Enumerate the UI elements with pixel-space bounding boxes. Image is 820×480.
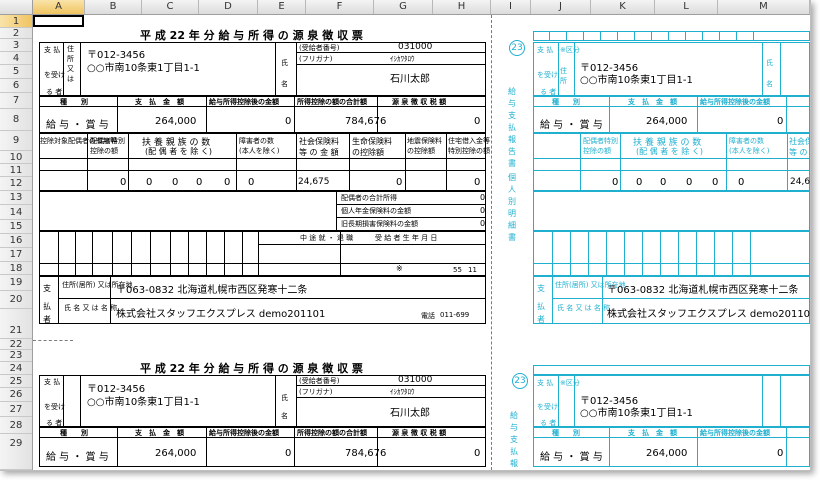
column-header-k[interactable]: K <box>591 0 655 14</box>
cyan-attributes-box <box>533 231 810 276</box>
row-header[interactable]: 1 <box>0 15 32 28</box>
column-header-g[interactable]: G <box>374 0 433 14</box>
column-header-bar: A B C D E F G H I J K L M <box>0 0 810 15</box>
column-header-c[interactable]: C <box>142 0 199 14</box>
row-header[interactable]: 25 <box>0 375 32 388</box>
form-number-badge-2: 23 <box>512 373 528 389</box>
cyan-top-grid <box>533 31 810 41</box>
recipient-address-2: ○○市南10条東1丁目1-1 <box>87 397 200 408</box>
cyan-address: ○○市南10条東1丁目1-1 <box>580 75 693 86</box>
withholding-tax: 0 <box>474 116 481 127</box>
row-header[interactable]: 4 <box>0 52 32 65</box>
employee-name-2: 石川太郎 <box>390 408 430 419</box>
cyan-postal: 〒012-3456 <box>580 63 639 74</box>
recipient-postal: 〒012-3456 <box>87 50 146 61</box>
cyan-top-grid-2 <box>533 365 810 375</box>
amounts-box-2 <box>39 427 486 467</box>
row-header[interactable]: 26 <box>0 388 32 402</box>
column-header-h[interactable]: H <box>433 0 491 14</box>
spreadsheet-window: A B C D E F G H I J K L M 1 2 3 4 5 6 7 … <box>0 0 811 471</box>
payer-name: 株式会社スタッフエクスプレス demo201101 <box>116 309 326 320</box>
row-header[interactable]: 19 <box>0 275 32 291</box>
column-header-d[interactable]: D <box>199 0 258 14</box>
cyan-payer-name: 株式会社スタッフエクスプレス demo201101 <box>607 309 811 320</box>
side-label-report: 給与支払報告書 <box>508 87 516 168</box>
row-header[interactable]: 29 <box>0 434 32 470</box>
row-header[interactable]: 6 <box>0 79 32 93</box>
payment-amount: 264,000 <box>155 116 197 127</box>
amounts-box <box>39 96 486 133</box>
row-header[interactable]: 28 <box>0 417 32 434</box>
row-header[interactable]: 18 <box>0 262 32 275</box>
payer-address: 〒063-0832 北海道札幌市西区発寒十二条 <box>116 285 308 296</box>
page-break-horizontal <box>33 340 73 341</box>
form-number-badge: 23 <box>509 40 525 56</box>
cyan-recipient-box <box>533 42 810 96</box>
row-header[interactable]: 20 <box>0 291 32 309</box>
deductions-box <box>39 133 486 191</box>
row-header[interactable]: 21 <box>0 309 32 339</box>
row-header[interactable]: 17 <box>0 248 32 262</box>
row-header[interactable]: 7 <box>0 93 32 109</box>
row-header[interactable]: 23 <box>0 350 32 362</box>
form-title-2: 平 成 22 年 分 給 与 所 得 の 源 泉 徴 収 票 <box>140 362 363 375</box>
social-insurance: 24,675 <box>298 177 330 187</box>
row-header-bar: 1 2 3 4 5 6 7 8 9 10 11 12 13 14 15 16 1… <box>0 15 33 470</box>
row-header[interactable]: 2 <box>0 28 32 39</box>
cyan-amounts-box-2 <box>533 427 810 467</box>
side-label-statement: 個人別明細書 <box>508 173 516 242</box>
payer-phone: 011-699 <box>440 311 470 319</box>
page-break-vertical <box>491 15 492 470</box>
row-header[interactable]: 27 <box>0 402 32 417</box>
cyan-payer-box <box>533 276 810 324</box>
cyan-recipient-box-2 <box>533 375 810 427</box>
row-header[interactable]: 15 <box>0 220 32 234</box>
row-header[interactable]: 8 <box>0 109 32 131</box>
select-all-corner[interactable] <box>0 0 33 14</box>
column-header-i[interactable]: I <box>491 0 531 14</box>
employee-name: 石川太郎 <box>390 74 430 85</box>
payer-box <box>39 276 486 324</box>
row-header[interactable]: 14 <box>0 205 32 220</box>
row-header[interactable]: 13 <box>0 191 32 205</box>
deduct-amount: 0 <box>285 116 292 127</box>
cyan-summary-box <box>533 191 810 231</box>
column-header-b[interactable]: B <box>85 0 142 14</box>
row-header[interactable]: 24 <box>0 362 32 375</box>
column-header-f[interactable]: F <box>306 0 374 14</box>
active-cell-a1[interactable] <box>33 15 84 27</box>
row-header[interactable]: 22 <box>0 339 32 350</box>
column-header-a[interactable]: A <box>33 0 85 14</box>
row-header[interactable]: 10 <box>0 151 32 164</box>
recipient-box-2 <box>39 375 486 427</box>
row-header[interactable]: 12 <box>0 177 32 191</box>
recipient-address: ○○市南10条東1丁目1-1 <box>87 63 200 74</box>
column-header-j[interactable]: J <box>531 0 591 14</box>
row-header[interactable]: 5 <box>0 65 32 79</box>
cyan-deductions-box <box>533 133 810 191</box>
recipient-box <box>39 42 486 96</box>
employee-number: 031000 <box>398 42 433 52</box>
employee-furigana: ｲｼｶﾜﾀﾛｳ <box>390 55 415 63</box>
cyan-payer-address: 〒063-0832 北海道札幌市西区発寒十二条 <box>607 285 799 296</box>
row-header[interactable]: 9 <box>0 131 32 151</box>
recipient-postal-2: 〒012-3456 <box>87 384 146 395</box>
form-title: 平 成 22 年 分 給 与 所 得 の 源 泉 徴 収 票 <box>140 29 363 42</box>
row-header[interactable]: 3 <box>0 39 32 52</box>
summary-box <box>39 191 486 231</box>
total-deduction: 784,676 <box>345 116 387 127</box>
attributes-box <box>39 231 486 276</box>
column-header-e[interactable]: E <box>258 0 306 14</box>
payment-kind: 給 与 ・ 賞 与 <box>46 120 109 131</box>
row-header[interactable]: 11 <box>0 164 32 177</box>
cyan-amounts-box <box>533 96 810 133</box>
column-header-l[interactable]: L <box>655 0 718 14</box>
row-header[interactable]: 16 <box>0 234 32 248</box>
column-header-m[interactable]: M <box>718 0 810 14</box>
